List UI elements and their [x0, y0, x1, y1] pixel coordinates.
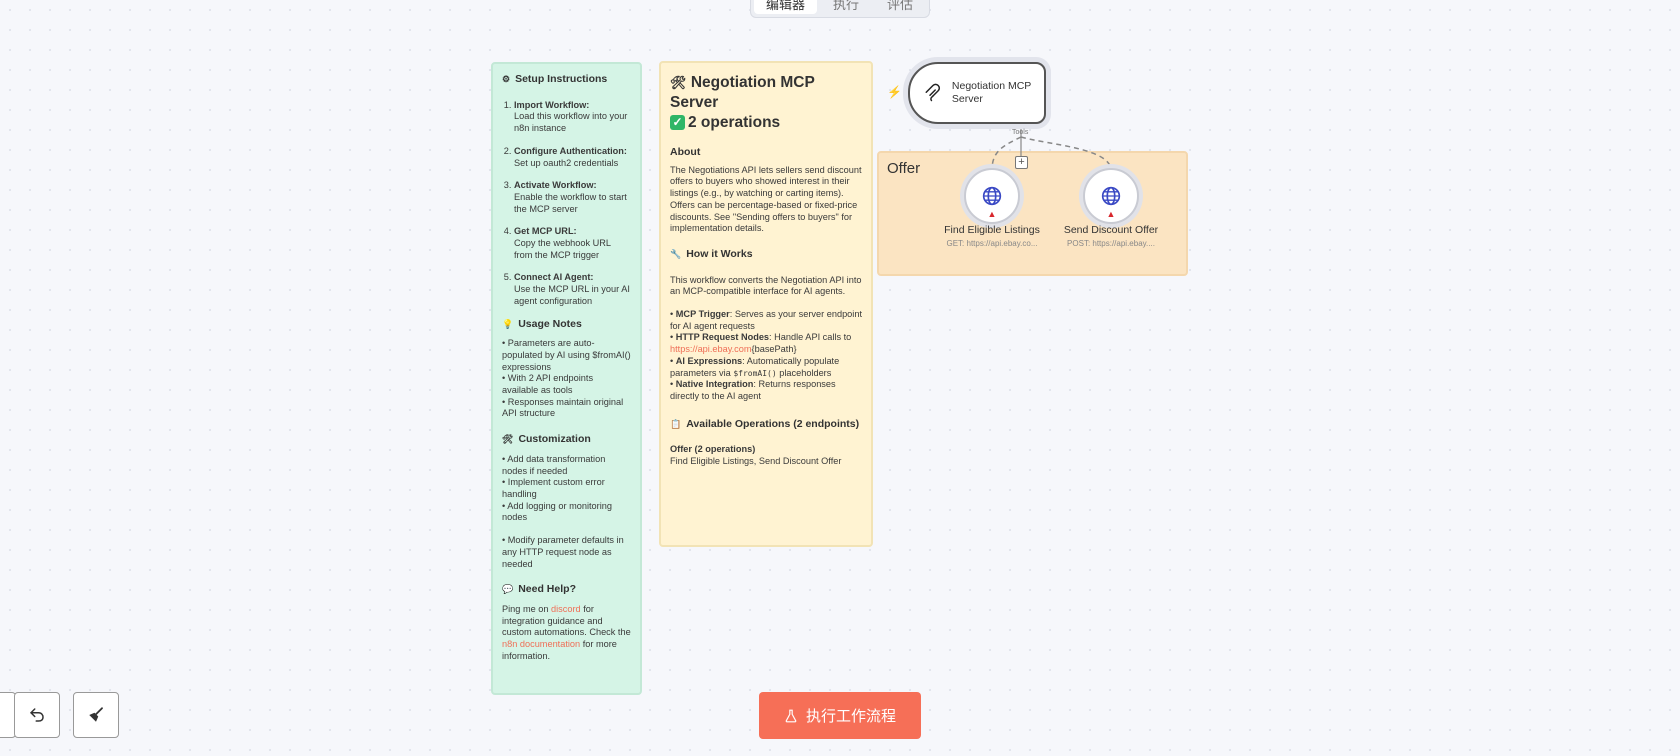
setup-steps: Import Workflow:Load this workflow into … — [502, 100, 631, 308]
broom-icon — [89, 707, 103, 722]
setup-title: Setup Instructions — [515, 73, 608, 85]
mcp-logo-icon — [925, 83, 941, 102]
gear-icon: ⚙ — [502, 74, 511, 84]
execute-workflow-button[interactable]: 执行工作流程 — [759, 692, 921, 739]
globe-icon — [982, 186, 1002, 206]
setup-step: Import Workflow:Load this workflow into … — [514, 100, 631, 135]
customization-title: Customization — [518, 433, 591, 446]
discord-link[interactable]: discord — [551, 603, 581, 614]
customization-notes: • Add data transformation nodes if neede… — [502, 453, 624, 569]
globe-icon — [1101, 186, 1121, 206]
clipboard-icon: 📋 — [670, 418, 682, 429]
setup-step: Configure Authentication:Set up oauth2 c… — [514, 146, 631, 169]
ops-title: Available Operations (2 endpoints) — [686, 417, 860, 430]
setup-step: Get MCP URL:Copy the webhook URL from th… — [514, 226, 631, 261]
tab-editor[interactable]: 编辑器 — [754, 0, 818, 14]
warning-icon: ▲ — [1106, 209, 1116, 219]
view-tabs: 编辑器 执行 评估 — [750, 0, 930, 18]
tool-name: Send Discount Offer — [1063, 224, 1159, 236]
send-discount-offer-node[interactable]: ▲ — [1083, 168, 1139, 224]
find-eligible-listings-node[interactable]: ▲ — [964, 168, 1020, 224]
setup-step: Activate Workflow:Enable the workflow to… — [514, 180, 631, 215]
server-info-note[interactable]: 🛠 Negotiation MCP Server ✓2 operations A… — [659, 61, 873, 547]
ops-list: Find Eligible Listings, Send Discount Of… — [670, 456, 842, 467]
tool-url: POST: https://api.ebay.... — [1067, 239, 1155, 248]
undo-button[interactable] — [14, 692, 60, 738]
trigger-bolt-icon: ⚡ — [887, 85, 902, 99]
tool-name: Find Eligible Listings — [944, 224, 1040, 236]
offer-group[interactable]: Offer — [877, 151, 1188, 276]
how-bullets: • MCP Trigger: Serves as your server end… — [670, 309, 862, 401]
setup-step: Connect AI Agent:Use the MCP URL in your… — [514, 272, 631, 307]
tools-connector-label: Tools — [1012, 129, 1029, 136]
tab-executions[interactable]: 执行 — [833, 0, 860, 12]
ops-group: Offer (2 operations) — [670, 444, 756, 455]
tab-evaluations[interactable]: 评估 — [887, 0, 914, 12]
note-title: 🛠 Negotiation MCP Server ✓2 operations — [670, 74, 815, 131]
group-title: Offer — [887, 160, 921, 177]
undo-icon — [30, 708, 44, 722]
flask-icon — [785, 709, 797, 722]
help-title: Need Help? — [518, 583, 576, 596]
speech-bubble-icon: 💬 — [502, 584, 514, 595]
help-text: Ping me on discord for integration guida… — [502, 603, 631, 661]
setup-instructions-note[interactable]: ⚙ Setup Instructions Import Workflow:Load… — [491, 62, 642, 695]
ebay-api-link[interactable]: https://api.ebay.com — [670, 344, 752, 355]
tidy-up-button[interactable] — [73, 692, 119, 738]
add-tool-button[interactable]: + — [1015, 156, 1028, 169]
wrench-icon: 🔧 — [670, 248, 682, 259]
execute-workflow-label: 执行工作流程 — [805, 708, 896, 725]
hammer-wrench-icon: 🛠 — [670, 75, 687, 90]
how-intro: This workflow converts the Negotiation A… — [670, 274, 862, 297]
lightbulb-icon: 💡 — [502, 318, 514, 329]
tools-icon: 🛠 — [502, 434, 514, 445]
warning-icon: ▲ — [987, 209, 997, 219]
n8n-docs-link[interactable]: n8n documentation — [502, 639, 581, 650]
about-text: The Negotiations API lets sellers send d… — [670, 164, 862, 234]
mcp-server-node[interactable]: Negotiation MCP Server — [908, 62, 1046, 124]
mcp-node-label: Negotiation MCP Server — [951, 80, 1032, 105]
usage-notes: • Parameters are auto-populated by AI us… — [502, 338, 631, 419]
tool-url: GET: https://api.ebay.co... — [946, 239, 1038, 248]
about-title: About — [670, 146, 701, 158]
how-title: How it Works — [686, 247, 753, 260]
check-icon: ✓ — [670, 115, 685, 131]
usage-title: Usage Notes — [518, 317, 582, 330]
